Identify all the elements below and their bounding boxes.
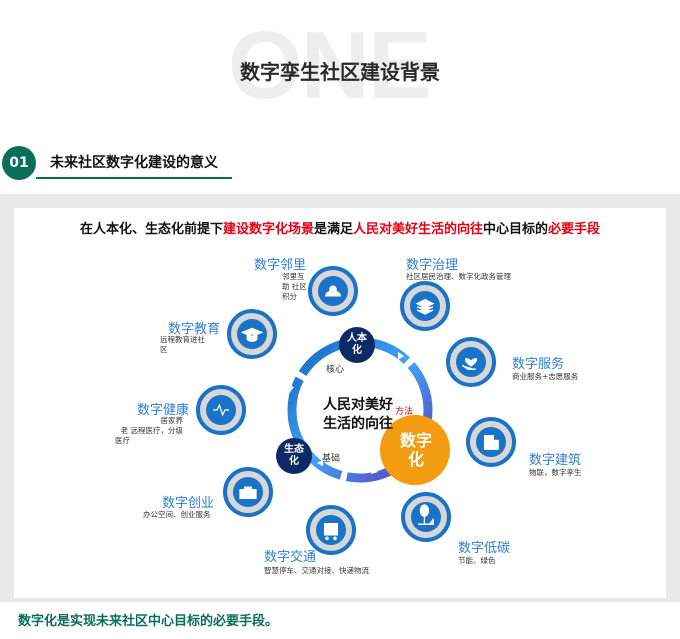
node-desc-line: 积分 bbox=[282, 292, 297, 301]
section-underline bbox=[36, 177, 232, 179]
background-watermark-word: ONE bbox=[228, 12, 432, 119]
diagram-headline: 在人本化、生态化前提下建设数字化场景是满足人民对美好生活的向往中心目标的必要手段 bbox=[0, 218, 680, 237]
node-people-badge bbox=[308, 266, 358, 316]
headline-part1: 在人本化、生态化前提下 bbox=[79, 222, 223, 237]
ring-chevrons bbox=[288, 352, 404, 474]
node-label-transport: 数字交通 bbox=[264, 550, 317, 565]
section-title: 未来社区数字化建设的意义 bbox=[50, 155, 218, 171]
hub-top-label: 核心 bbox=[326, 365, 345, 375]
node-desc-education: 远程教育进社 区 bbox=[160, 335, 205, 355]
node-bus-badge bbox=[306, 505, 356, 555]
building-icon bbox=[483, 434, 499, 450]
node-desc-neighborhood: 邻里互 助 社区 积分 bbox=[282, 272, 307, 302]
hub-left-label: 基础 bbox=[322, 454, 341, 464]
hub-right-label: 方法 bbox=[395, 407, 414, 417]
node-eco-tree-badge bbox=[401, 492, 451, 542]
node-label-entrepreneurship: 数字创业 bbox=[162, 496, 215, 511]
hub-top-text: 人本化 bbox=[347, 333, 367, 356]
node-building-badge bbox=[466, 417, 516, 467]
node-label-health: 数字健康 bbox=[137, 403, 190, 418]
node-desc-line: 居家养 bbox=[160, 416, 184, 425]
bus-icon bbox=[323, 522, 339, 541]
node-desc-building: 物联，数字孪生 bbox=[529, 468, 582, 477]
hub-left-text: 生态化 bbox=[284, 444, 304, 467]
node-desc-service: 商业服务+志愿服务 bbox=[512, 372, 579, 381]
node-desc-line: 远程教育进社 bbox=[160, 335, 205, 344]
node-desc-line: 区 bbox=[160, 345, 168, 354]
headline-part5: 中心目标的 bbox=[483, 222, 549, 237]
people-icon bbox=[325, 285, 341, 297]
headline-part4: 人民对美好生活的向往 bbox=[353, 222, 484, 237]
hub-ecological bbox=[276, 438, 312, 474]
node-desc-transport: 智慧停车、交通对接、快递物流 bbox=[264, 566, 369, 575]
node-desc-line: 医疗 bbox=[115, 436, 130, 445]
hub-digital bbox=[380, 415, 450, 485]
section-header: 01 未来社区数字化建设的意义 bbox=[0, 146, 240, 180]
layers-icon bbox=[415, 298, 435, 315]
center-line1: 人民对美好 bbox=[323, 397, 393, 413]
node-desc-entrepreneurship: 办公空间、创业服务 bbox=[143, 510, 211, 519]
briefcase-icon bbox=[239, 486, 257, 500]
node-label-governance: 数字治理 bbox=[406, 258, 459, 273]
eco-tree-icon bbox=[417, 504, 435, 525]
heartbeat-icon bbox=[212, 403, 230, 417]
footer-summary: 数字化是实现未来社区中心目标的必要手段。 bbox=[18, 614, 279, 629]
section-number-badge: 01 bbox=[2, 146, 36, 180]
center-line2: 生活的向往 bbox=[323, 416, 393, 432]
node-label-low-carbon: 数字低碳 bbox=[458, 541, 511, 556]
node-briefcase-badge bbox=[223, 467, 273, 517]
headline-part3: 是满足 bbox=[313, 222, 353, 237]
node-hand-heart-badge bbox=[446, 337, 496, 387]
node-desc-governance: 社区居民治理、数字化政务管理 bbox=[406, 272, 511, 281]
node-label-education: 数字教育 bbox=[168, 322, 221, 337]
node-label-service: 数字服务 bbox=[512, 357, 565, 372]
node-label-building: 数字建筑 bbox=[529, 453, 582, 468]
page-title: 数字孪生社区建设背景 bbox=[240, 60, 440, 84]
node-desc-line: 助 社区 bbox=[282, 282, 307, 291]
node-graduation-cap-badge bbox=[227, 309, 277, 359]
node-layers-badge bbox=[400, 281, 450, 331]
center-text: 人民对美好 生活的向往 bbox=[310, 396, 406, 434]
node-desc-line: 邻里互 bbox=[282, 272, 305, 281]
headline-part6: 必要手段 bbox=[548, 222, 601, 237]
node-desc-line: 老 远程医疗，分级 bbox=[120, 426, 183, 435]
node-label-neighborhood: 数字邻里 bbox=[254, 258, 307, 273]
graduation-cap-icon bbox=[240, 327, 264, 342]
node-desc-low-carbon: 节能、绿色 bbox=[458, 556, 496, 565]
node-desc-health: 居家养 老 远程医疗，分级 医疗 bbox=[115, 416, 183, 446]
hub-right-text: 数字化 bbox=[399, 431, 432, 469]
node-heartbeat-badge bbox=[196, 385, 246, 435]
hand-heart-icon bbox=[461, 358, 478, 370]
headline-part2: 建设数字化场景 bbox=[222, 222, 314, 237]
hub-people-oriented bbox=[339, 327, 375, 363]
